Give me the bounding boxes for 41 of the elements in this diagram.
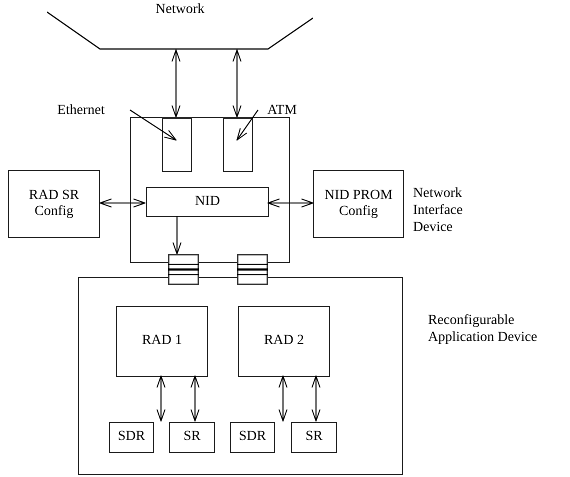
memory-box: [109, 422, 154, 453]
arrow: [278, 376, 288, 422]
box-label: SDR: [238, 429, 266, 446]
port-box: [162, 118, 192, 172]
port-label: ATM: [267, 102, 297, 120]
config-box: [8, 170, 100, 238]
arrow: [312, 376, 320, 422]
arrow: [100, 198, 146, 208]
arrow: [232, 50, 242, 118]
memory-box: [230, 422, 275, 453]
arrow: [190, 376, 200, 422]
connector-block: [168, 254, 199, 285]
leader-arrow: [236, 110, 258, 140]
arrow: [172, 216, 182, 254]
memory-box: [291, 422, 337, 453]
device-box: [116, 306, 208, 377]
box-label: SR: [305, 429, 323, 446]
box-label: NID: [195, 194, 220, 210]
container-box: [130, 117, 290, 263]
config-box: [313, 170, 404, 238]
device-caption: Network Interface Device: [413, 186, 464, 236]
network-trapezoid: [47, 0, 313, 50]
container-box: [78, 277, 403, 475]
box-label: SR: [183, 429, 201, 446]
box-label: RAD 2: [264, 333, 304, 350]
device-caption: Reconfigurable Application Device: [428, 313, 538, 347]
box-label: RAD 1: [142, 333, 182, 350]
network-label: Network: [156, 2, 204, 18]
arrow: [268, 198, 314, 208]
box-label: NID PROM Config: [323, 188, 394, 220]
process-box: [146, 187, 269, 217]
device-box: [238, 306, 330, 377]
port-label: Ethernet: [57, 102, 105, 120]
leader-arrow: [130, 110, 176, 140]
arrow: [172, 50, 180, 118]
memory-box: [169, 422, 215, 453]
box-label: RAD SR Config: [28, 188, 80, 220]
arrow: [156, 376, 166, 422]
box-label: SDR: [118, 429, 146, 446]
connector-block: [237, 254, 268, 285]
port-box: [223, 118, 253, 172]
